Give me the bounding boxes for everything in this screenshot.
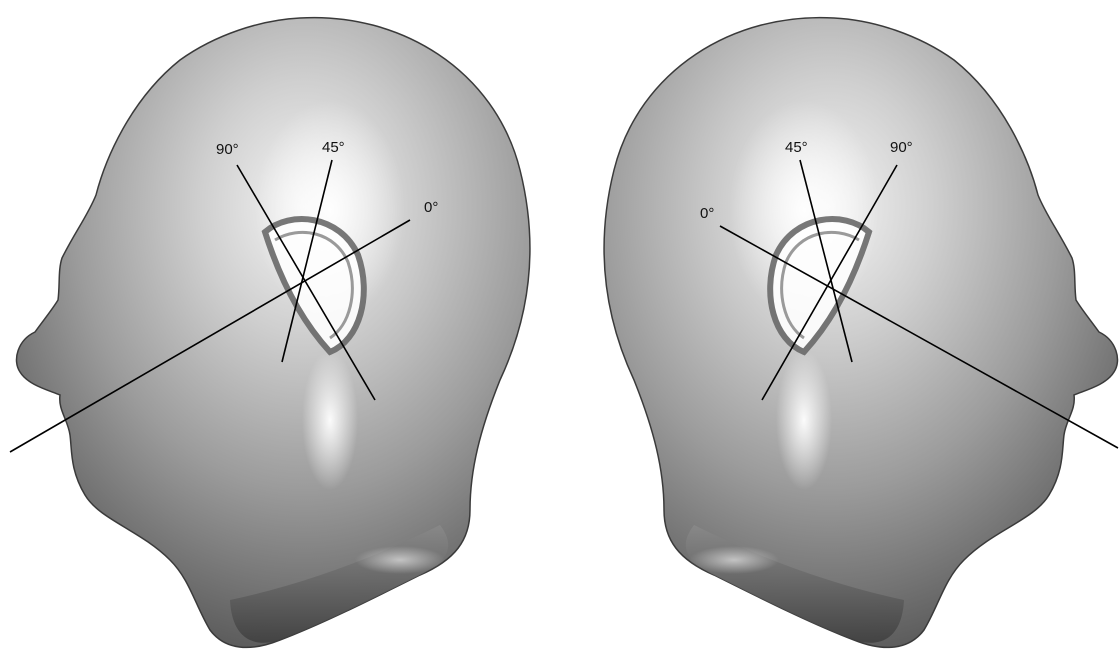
left-label-45: 45°: [322, 139, 345, 156]
right-label-45: 45°: [785, 139, 808, 156]
left-head: [16, 18, 529, 648]
left-label-90: 90°: [216, 141, 239, 158]
left-label-0: 0°: [424, 199, 438, 216]
right-head: [604, 18, 1117, 648]
right-label-90: 90°: [890, 139, 913, 156]
right-label-0: 0°: [700, 205, 714, 222]
